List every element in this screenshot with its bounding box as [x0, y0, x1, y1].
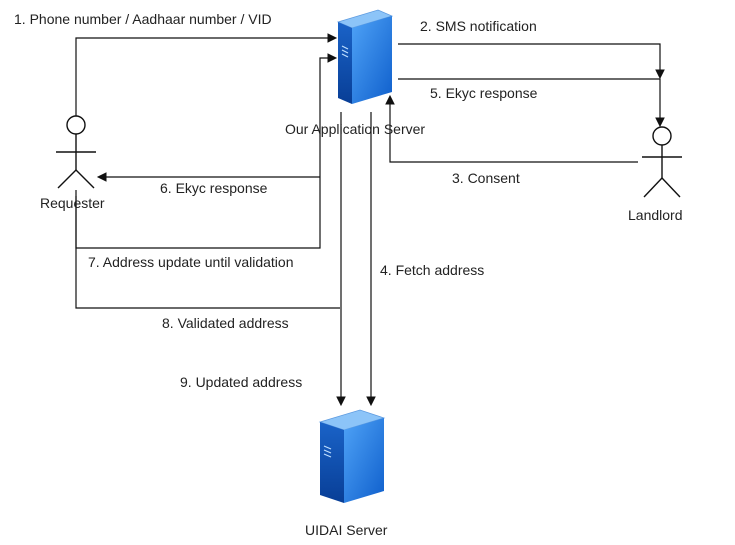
- edge-8-connector: [75, 190, 340, 309]
- edge-3-connector: [385, 94, 638, 163]
- edge-3-label: 3. Consent: [452, 170, 520, 186]
- edge-2-connector: [398, 43, 665, 80]
- app-server-icon: [336, 9, 394, 104]
- requester-label: Requester: [40, 195, 105, 211]
- edge-7-connector: [75, 53, 338, 249]
- edge-6-label: 6. Ekyc response: [160, 180, 268, 196]
- edge-4-label: 4. Fetch address: [380, 262, 484, 278]
- edge-6-connector: [96, 172, 320, 182]
- edge-2-label: 2. SMS notification: [420, 18, 537, 34]
- uidai-server-label: UIDAI Server: [305, 522, 388, 538]
- edge-4-connector: [366, 112, 376, 407]
- edge-5-connector: [398, 78, 665, 128]
- edge-9-connector: [336, 112, 346, 407]
- edge-1-label: 1. Phone number / Aadhaar number / VID: [14, 11, 272, 27]
- landlord-actor-icon: [642, 126, 682, 198]
- edge-1-connector: [75, 33, 338, 116]
- edge-8-label: 8. Validated address: [162, 315, 289, 331]
- app-server-label: Our Application Server: [285, 121, 425, 137]
- requester-actor-icon: [56, 115, 96, 189]
- landlord-label: Landlord: [628, 207, 683, 223]
- edge-9-label: 9. Updated address: [180, 374, 302, 390]
- edge-5-label: 5. Ekyc response: [430, 85, 538, 101]
- uidai-server-icon: [318, 409, 386, 503]
- edge-7-label: 7. Address update until validation: [88, 254, 293, 270]
